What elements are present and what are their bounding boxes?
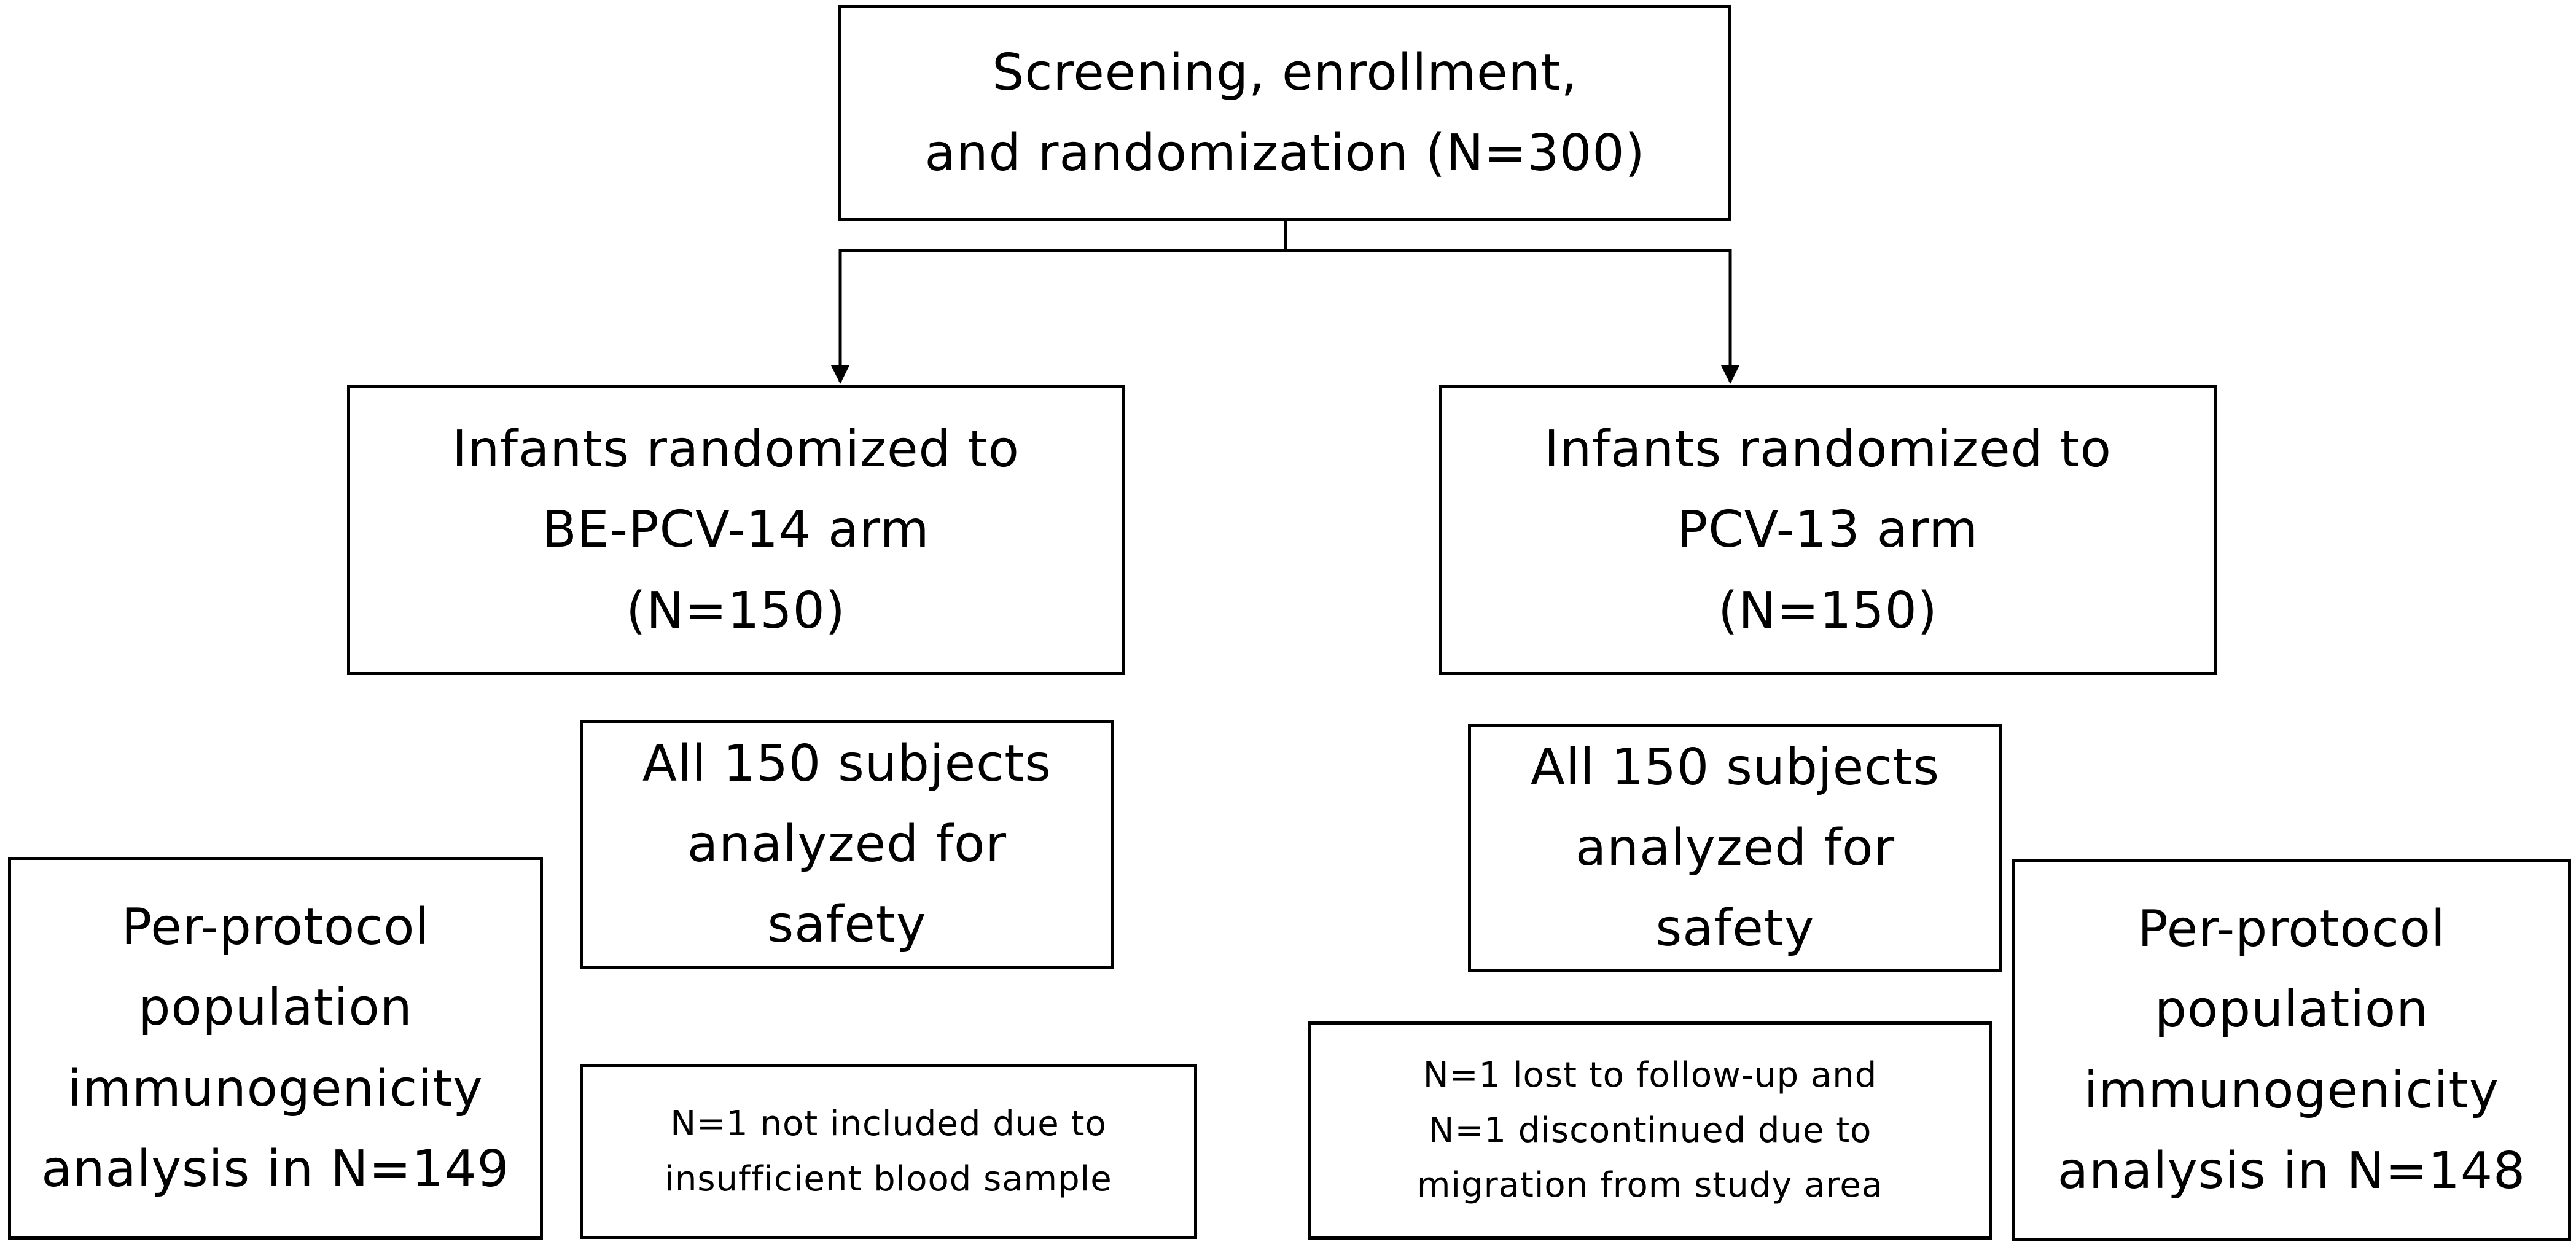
pcv13-excluded-box: N=1 lost to follow-up and N=1 discontinu…: [1308, 1021, 1992, 1240]
pcv13-per-protocol-text: Per-protocol population immunogenicity a…: [2057, 900, 2526, 1200]
pcv13-arm-box: Infants randomized to PCV-13 arm (N=150): [1439, 385, 2217, 675]
pcv13-safety-text: All 150 subjects analyzed for safety: [1530, 738, 1940, 958]
screening-box: Screening, enrollment, and randomization…: [838, 5, 1731, 221]
be-pcv14-safety-text: All 150 subjects analyzed for safety: [642, 734, 1052, 955]
be-pcv14-excluded-box: N=1 not included due to insufficient blo…: [580, 1064, 1197, 1239]
pcv13-arm-text: Infants randomized to PCV-13 arm (N=150): [1544, 420, 2112, 640]
pcv13-per-protocol-box: Per-protocol population immunogenicity a…: [2012, 859, 2571, 1241]
be-pcv14-per-protocol-box: Per-protocol population immunogenicity a…: [8, 857, 543, 1240]
pcv13-excluded-text: N=1 lost to follow-up and N=1 discontinu…: [1416, 1055, 1884, 1206]
screening-text: Screening, enrollment, and randomization…: [924, 43, 1645, 182]
be-pcv14-arm-box: Infants randomized to BE-PCV-14 arm (N=1…: [347, 385, 1125, 675]
be-pcv14-per-protocol-text: Per-protocol population immunogenicity a…: [41, 898, 510, 1198]
be-pcv14-excluded-text: N=1 not included due to insufficient blo…: [665, 1103, 1112, 1199]
pcv13-safety-box: All 150 subjects analyzed for safety: [1468, 724, 2002, 972]
be-pcv14-safety-box: All 150 subjects analyzed for safety: [580, 720, 1114, 969]
be-pcv14-arm-text: Infants randomized to BE-PCV-14 arm (N=1…: [452, 420, 1020, 640]
